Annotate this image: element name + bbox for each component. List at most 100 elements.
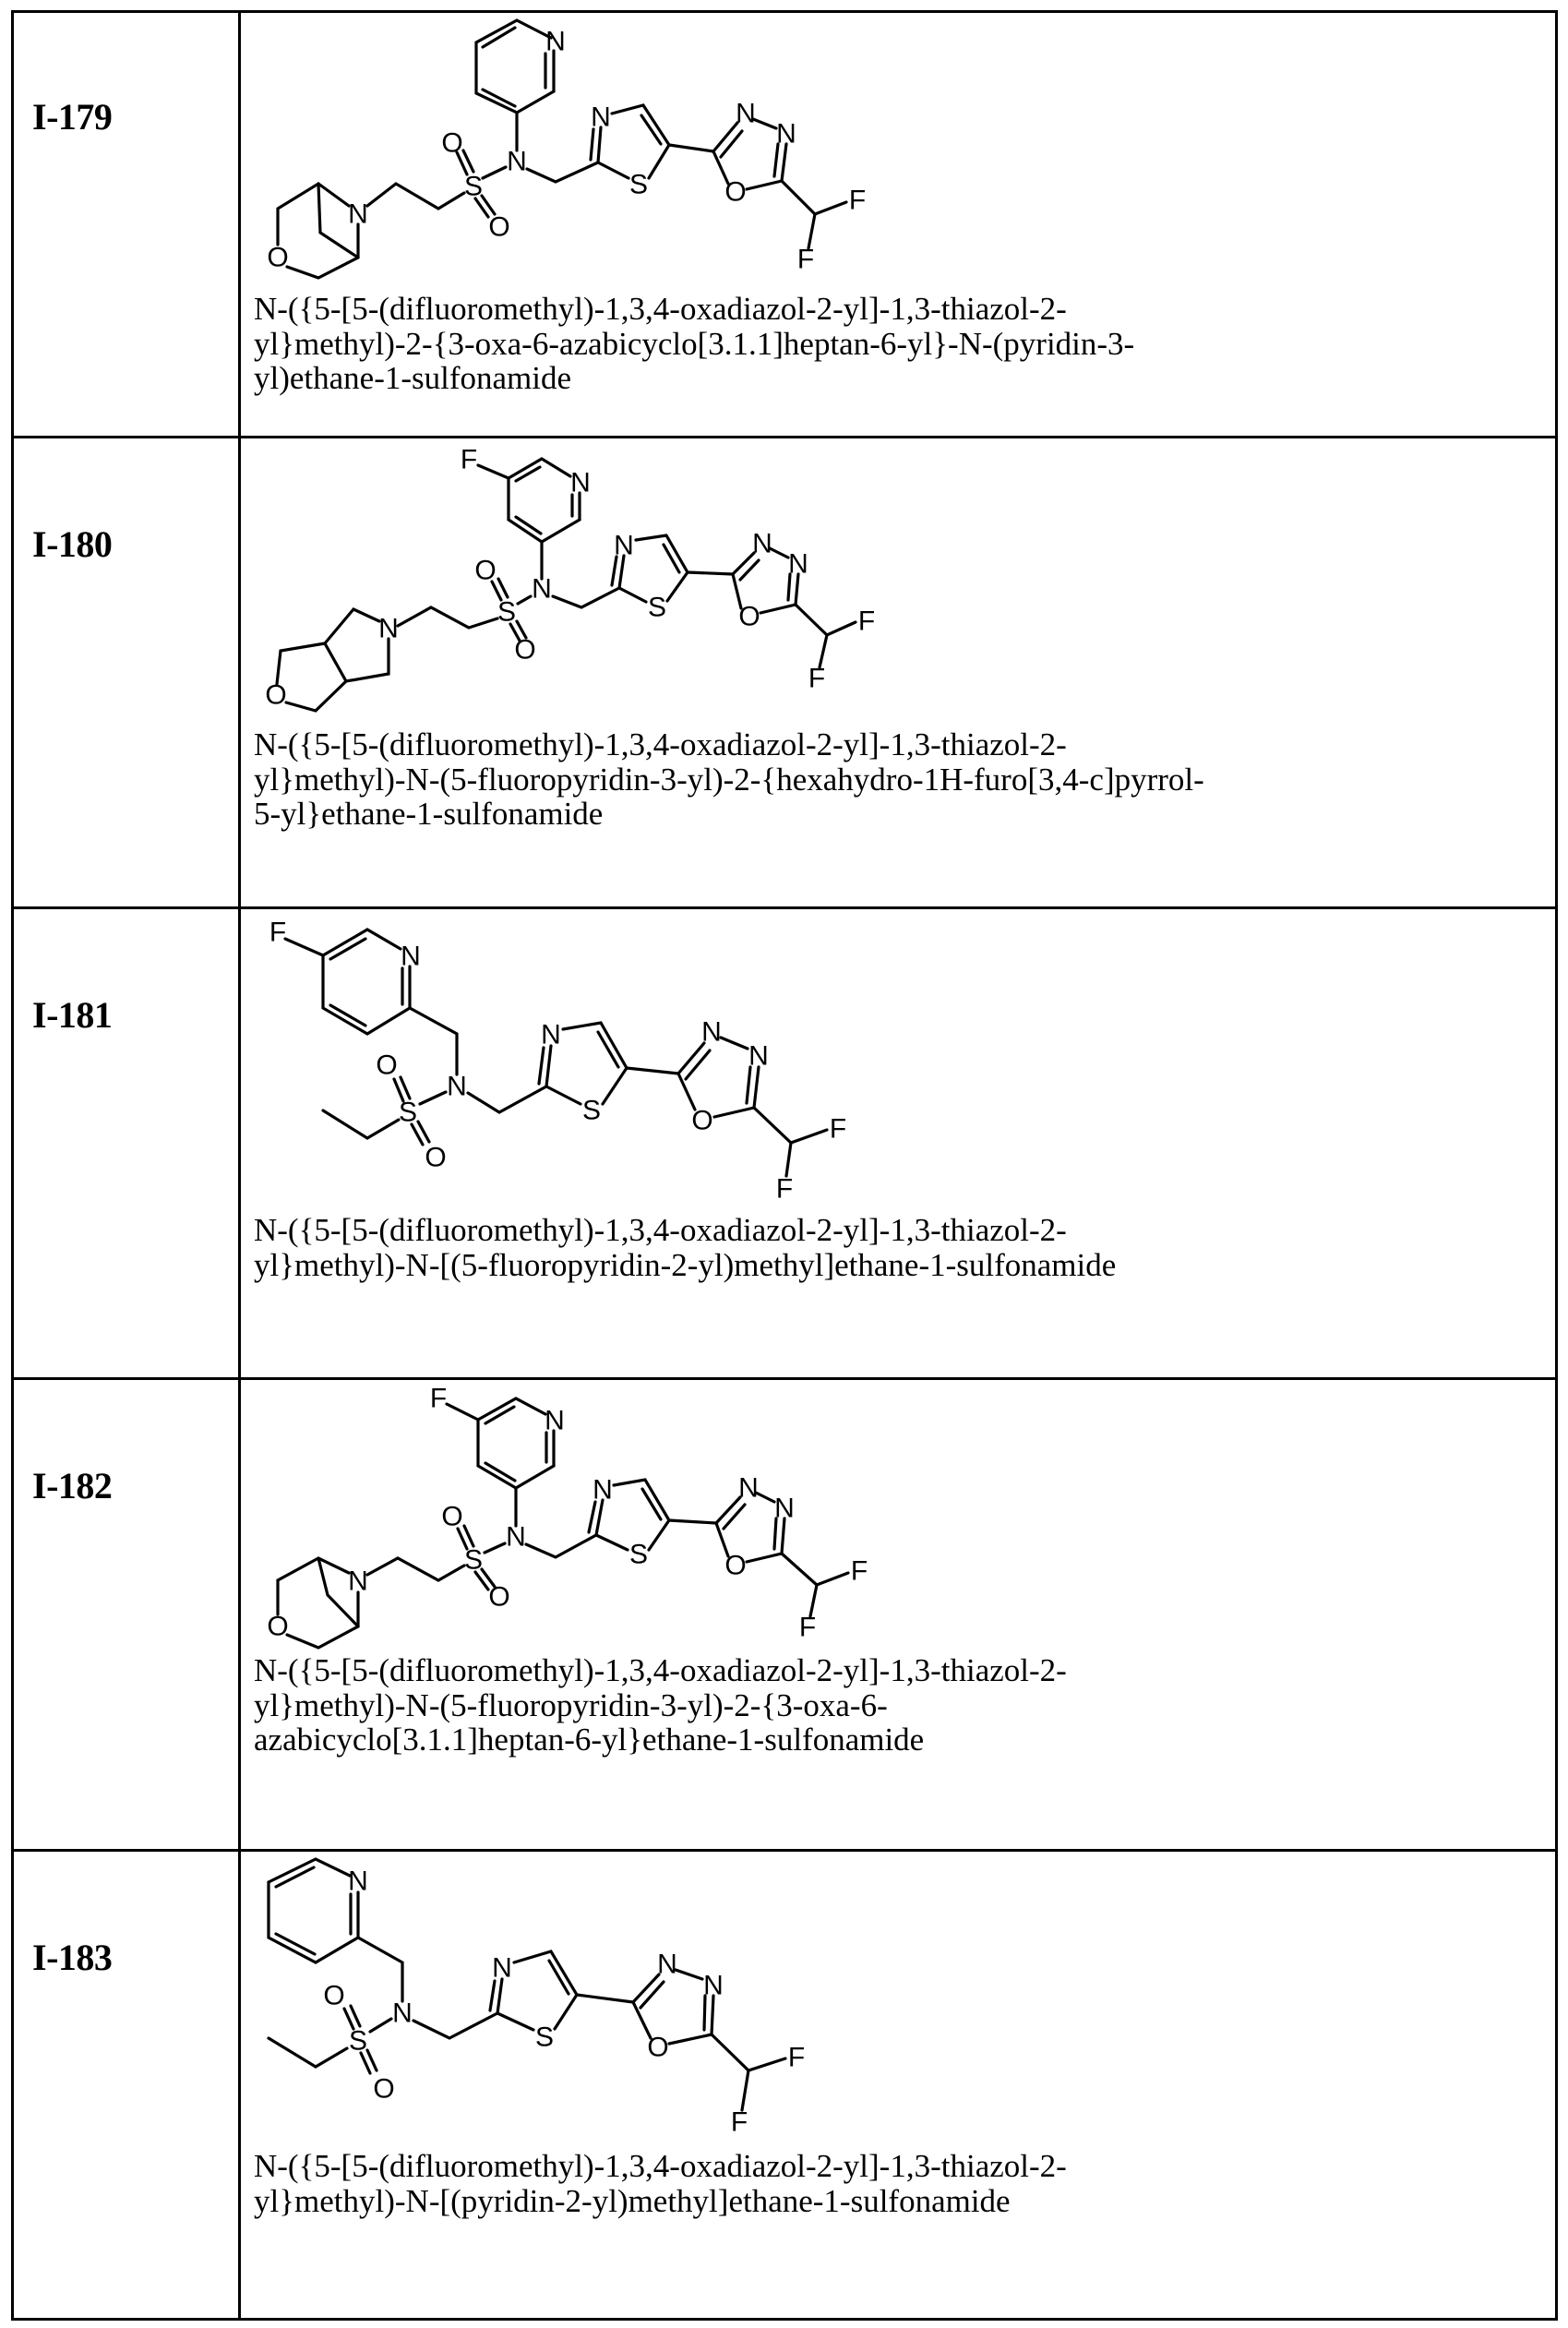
compound-id: I-181 [32,994,113,1036]
svg-text:N: N [738,1473,759,1504]
svg-text:O: O [265,680,286,711]
table-row: I-179 [14,13,1555,436]
svg-text:F: F [851,1556,868,1587]
compound-name-line: 5-yl}ethane-1-sulfonamide [254,796,604,832]
svg-text:O: O [376,1050,397,1081]
compound-name-line: N-({5-[5-(difluoromethyl)-1,3,4-oxadiazo… [254,1652,1067,1688]
svg-text:N: N [570,468,591,498]
svg-text:F: F [461,445,477,475]
svg-text:N: N [736,99,756,129]
svg-text:F: F [776,1174,793,1205]
svg-text:F: F [731,2107,748,2138]
svg-text:O: O [373,2074,394,2105]
svg-text:N: N [748,1041,769,1072]
svg-text:N: N [492,1953,512,1984]
svg-text:S: S [399,1098,417,1128]
svg-text:N: N [507,147,527,177]
svg-text:F: F [269,918,286,948]
compound-name-line: yl)ethane-1-sulfonamide [254,360,572,396]
compound-id: I-179 [32,96,113,138]
compound-table: I-179 [11,10,1558,2321]
svg-text:N: N [752,529,772,559]
compound-id-cell: I-181 [14,909,241,1377]
compound-name-line: yl}methyl)-N-[(pyridin-2-yl)methyl]ethan… [254,2182,1011,2219]
chemical-structure: N N S O O N S N N O F F [267,1857,805,2138]
chemical-structure: F N N S O O N O N S N N O F F [267,1384,868,1650]
svg-text:N: N [348,199,368,230]
compound-name-line: yl}methyl)-N-(5-fluoropyridin-3-yl)-2-{h… [254,761,1204,798]
compound-name-line: azabicyclo[3.1.1]heptan-6-yl}ethane-1-su… [254,1722,925,1758]
table-row: I-183 [14,1849,1555,2318]
svg-text:F: F [808,664,825,694]
svg-text:N: N [401,942,421,972]
svg-text:F: F [858,606,875,637]
svg-text:N: N [506,1522,526,1553]
svg-text:O: O [738,602,760,632]
svg-text:N: N [532,574,552,605]
svg-text:N: N [788,549,808,580]
svg-text:N: N [545,1406,565,1436]
compound-name: N-({5-[5-(difluoromethyl)-1,3,4-oxadiazo… [254,2149,1537,2218]
svg-text:O: O [441,1502,462,1532]
svg-text:N: N [392,1998,413,2029]
svg-text:N: N [774,1494,795,1524]
compound-id: I-183 [32,1937,113,1978]
compound-cell: F N N S O O N O N S N N O F F N-({5-[5-(… [241,1380,1555,1849]
svg-text:N: N [776,119,796,150]
svg-text:N: N [541,1020,561,1050]
compound-name: N-({5-[5-(difluoromethyl)-1,3,4-oxadiazo… [254,292,1537,396]
compound-id: I-182 [32,1465,113,1506]
compound-id-cell: I-182 [14,1380,241,1849]
svg-text:S: S [497,597,516,628]
svg-text:O: O [514,635,535,666]
compound-name: N-({5-[5-(difluoromethyl)-1,3,4-oxadiazo… [254,1213,1537,1282]
svg-text:O: O [647,2033,668,2063]
svg-text:N: N [703,1971,724,2001]
svg-text:O: O [724,1551,746,1581]
svg-text:N: N [348,1566,368,1597]
svg-text:S: S [349,2026,367,2057]
compound-id-cell: I-183 [14,1852,241,2318]
svg-text:S: S [582,1096,601,1126]
compound-cell: F N N S O O N O N S N N O F F N-({5-[5-(… [241,438,1555,906]
compound-id: I-180 [32,523,113,565]
svg-text:N: N [378,614,399,644]
svg-text:N: N [614,531,634,561]
svg-text:O: O [267,1612,288,1642]
svg-text:F: F [797,245,814,275]
compound-name-line: N-({5-[5-(difluoromethyl)-1,3,4-oxadiazo… [254,1212,1067,1248]
compound-name-line: yl}methyl)-N-(5-fluoropyridin-3-yl)-2-{3… [254,1686,888,1723]
svg-text:F: F [430,1384,447,1414]
svg-text:N: N [591,102,611,133]
svg-text:S: S [464,172,483,202]
svg-text:S: S [629,170,648,200]
svg-text:O: O [474,556,496,586]
svg-text:O: O [488,1582,509,1613]
svg-text:O: O [441,128,462,159]
compound-name: N-({5-[5-(difluoromethyl)-1,3,4-oxadiazo… [254,1653,1537,1758]
chemical-structure: F N N S O O N S N N O F F [269,918,846,1205]
svg-text:O: O [425,1143,446,1173]
svg-text:O: O [691,1106,712,1136]
svg-text:S: S [464,1545,483,1576]
compound-name-line: N-({5-[5-(difluoromethyl)-1,3,4-oxadiazo… [254,2148,1067,2184]
svg-text:F: F [849,186,866,216]
compound-cell: F N N S O O N S N N O F F N-({5-[5-(difl… [241,909,1555,1377]
compound-name-line: yl}methyl)-2-{3-oxa-6-azabicyclo[3.1.1]h… [254,325,1135,362]
svg-text:S: S [648,593,666,623]
svg-text:N: N [657,1950,677,1980]
compound-cell: N N S O O N O N S N N O F F N-({5-[5-(di… [241,13,1555,436]
svg-text:O: O [267,243,288,273]
chemical-structure: N N S O O N O N S N N O F F [267,18,866,280]
compound-cell: N N S O O N S N N O F F N-({5-[5-(difluo… [241,1852,1555,2318]
compound-name-line: N-({5-[5-(difluoromethyl)-1,3,4-oxadiazo… [254,291,1067,327]
svg-text:N: N [592,1475,613,1506]
svg-text:N: N [545,27,566,57]
compound-id-cell: I-179 [14,13,241,436]
svg-text:F: F [799,1613,816,1643]
compound-id-cell: I-180 [14,438,241,906]
table-row: I-181 [14,906,1555,1377]
table-row: I-180 [14,436,1555,906]
svg-text:S: S [535,2022,554,2053]
compound-name: N-({5-[5-(difluoromethyl)-1,3,4-oxadiazo… [254,727,1537,832]
